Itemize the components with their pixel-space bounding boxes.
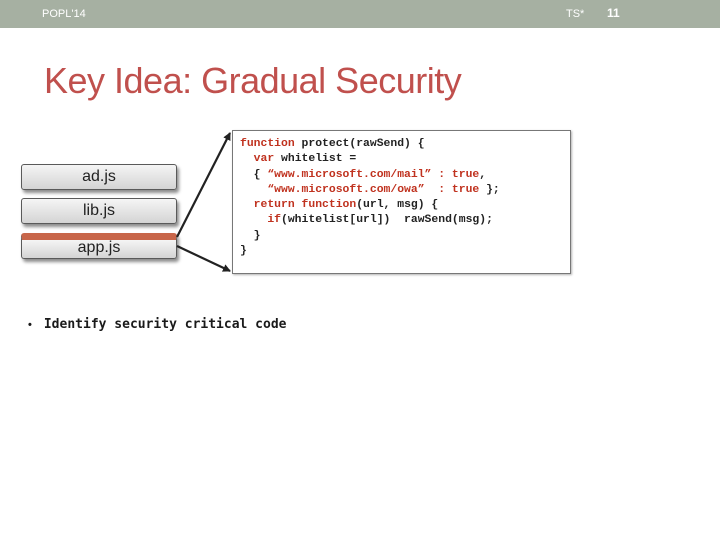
- bullet-text: Identify security critical code: [43, 317, 287, 332]
- keyword-function: function: [240, 138, 295, 150]
- code-text: (whitelist[url]) rawSend(msg);: [281, 214, 493, 227]
- code-text: {: [240, 168, 268, 181]
- file-box-ad-js: ad.js: [21, 164, 177, 190]
- whitelist-entry-mail: “www.microsoft.com/mail” : true: [267, 168, 480, 181]
- code-block: function protect(rawSend) { var whitelis…: [240, 137, 500, 259]
- keyword-function: function: [301, 199, 357, 212]
- code-text: ,: [479, 168, 487, 181]
- code-text: };: [479, 183, 500, 196]
- code-box: function protect(rawSend) { var whitelis…: [232, 130, 571, 274]
- author-label: TS*: [566, 8, 585, 20]
- conference-label: POPL'14: [42, 8, 86, 20]
- code-text: whitelist =: [274, 153, 357, 166]
- code-text: }: [240, 229, 261, 242]
- code-text: [295, 199, 302, 211]
- code-indent: [240, 214, 267, 226]
- file-box-lib-js: lib.js: [21, 198, 177, 224]
- arrow-bottom: [176, 245, 231, 272]
- code-indent: [240, 184, 267, 196]
- code-text: protect(rawSend) {: [294, 138, 425, 150]
- code-indent: [240, 153, 254, 165]
- whitelist-entry-owa: “www.microsoft.com/owa” : true: [267, 183, 480, 196]
- arrow-top: [176, 132, 231, 238]
- file-box-app-js: app.js: [21, 233, 177, 259]
- bullet-item: • Identify security critical code: [28, 317, 287, 332]
- page-number: 11: [607, 6, 620, 20]
- code-text: (url, msg) {: [356, 199, 439, 212]
- code-indent: [240, 199, 254, 211]
- code-text: }: [240, 245, 247, 258]
- keyword-var: var: [253, 153, 275, 166]
- keyword-if: if: [267, 214, 282, 227]
- keyword-return: return: [253, 199, 295, 212]
- header-bar: POPL'14 TS* 11: [0, 0, 720, 28]
- slide-title: Key Idea: Gradual Security: [44, 60, 462, 101]
- bullet-marker: •: [28, 319, 32, 331]
